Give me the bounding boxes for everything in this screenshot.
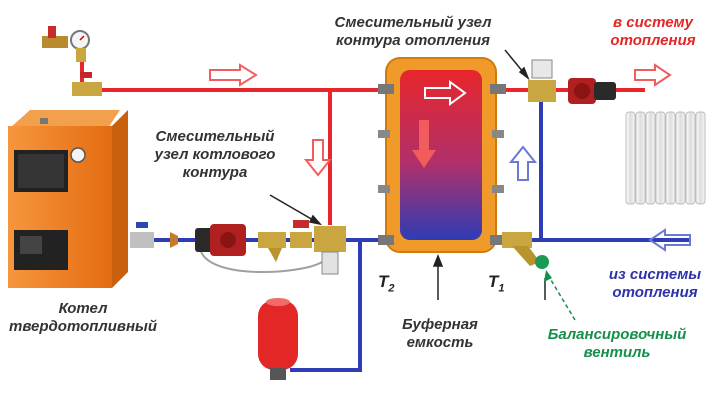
label-t2-sub: 2 bbox=[388, 282, 395, 295]
label-t1-main: T bbox=[488, 272, 499, 291]
radiator-icon bbox=[625, 111, 706, 205]
label-balancing-line2: вентиль bbox=[583, 344, 651, 361]
label-mixing-heating: Смесительный узел контура отопления bbox=[298, 14, 528, 50]
mixing-valve-icon bbox=[314, 226, 346, 275]
boiler-icon bbox=[8, 110, 128, 288]
label-t2: T2 bbox=[378, 272, 395, 294]
leader-lines bbox=[269, 49, 546, 300]
label-mixing-heating-line2: контура отопления bbox=[336, 32, 490, 49]
label-to-system-line2: отопления bbox=[610, 32, 696, 49]
label-mixing-boiler-line3: контура bbox=[182, 164, 248, 181]
label-mixing-boiler-line1: Смесительный bbox=[155, 128, 275, 145]
balancing-valve-icon bbox=[502, 232, 549, 269]
label-buffer: Буферная емкость bbox=[385, 316, 495, 352]
flow-arrow-icon bbox=[508, 145, 538, 181]
valve-icon bbox=[130, 222, 154, 248]
mixing-valve-icon bbox=[528, 59, 556, 102]
pump-icon bbox=[195, 224, 246, 256]
flow-arrow-icon bbox=[648, 228, 691, 252]
flow-arrow-icon bbox=[209, 63, 258, 87]
radiator-fin bbox=[695, 111, 706, 205]
radiator-fin bbox=[655, 111, 666, 205]
flow-arrow-icon bbox=[634, 63, 672, 87]
radiator-fin bbox=[675, 111, 686, 205]
radiator-fin bbox=[635, 111, 646, 205]
valve-icon bbox=[72, 72, 102, 96]
flow-arrow-icon bbox=[303, 139, 333, 177]
label-t1: T1 bbox=[488, 272, 505, 294]
label-from-system: из системы отопления bbox=[596, 266, 714, 302]
flow-arrow-icon bbox=[412, 80, 467, 168]
label-balancing: Балансировочный вентиль bbox=[532, 326, 702, 362]
label-from-system-line1: из системы bbox=[608, 266, 702, 283]
valve-icon bbox=[290, 220, 312, 248]
label-mixing-heating-line1: Смесительный узел bbox=[334, 14, 492, 31]
label-boiler-line1: Котел bbox=[58, 300, 108, 317]
capillary-tube bbox=[199, 247, 323, 274]
label-boiler: Котел твердотопливный bbox=[8, 300, 158, 336]
expansion-tank-icon bbox=[258, 298, 298, 380]
label-t2-main: T bbox=[378, 272, 389, 291]
radiator-fin bbox=[625, 111, 636, 205]
label-buffer-line1: Буферная bbox=[402, 316, 478, 333]
label-balancing-line1: Балансировочный bbox=[547, 326, 687, 343]
label-to-system: в систему отопления bbox=[598, 14, 708, 50]
safety-group-icon bbox=[42, 26, 90, 62]
balancing-leader bbox=[544, 270, 576, 321]
radiator-fin bbox=[645, 111, 656, 205]
pump-icon bbox=[568, 78, 616, 104]
label-boiler-line2: твердотопливный bbox=[8, 318, 157, 335]
label-from-system-line2: отопления bbox=[612, 284, 698, 301]
label-mixing-boiler: Смесительный узел котлового контура bbox=[140, 128, 290, 182]
flow-arrow-icon bbox=[170, 232, 178, 248]
buffer-tank-icon bbox=[378, 57, 506, 253]
radiator-fin bbox=[665, 111, 676, 205]
label-mixing-boiler-line2: узел котлового bbox=[154, 146, 276, 163]
radiator-fin bbox=[685, 111, 696, 205]
label-t1-sub: 1 bbox=[498, 282, 505, 295]
label-to-system-line1: в систему bbox=[613, 14, 693, 31]
strainer-icon bbox=[258, 232, 286, 262]
label-buffer-line2: емкость bbox=[406, 334, 474, 351]
